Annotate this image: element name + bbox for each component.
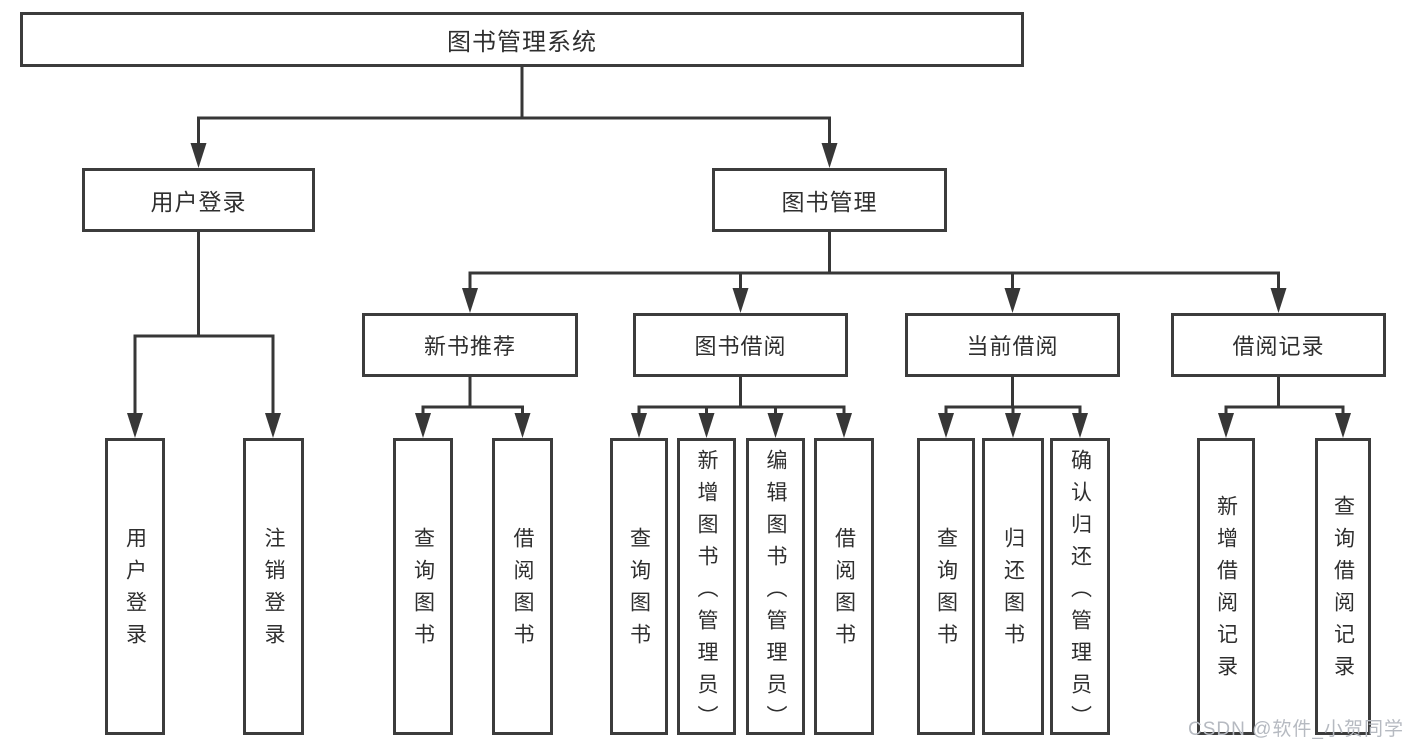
connector-book-management-children xyxy=(462,232,1287,313)
node-leaf-query-books-2: 查询图书 xyxy=(610,438,668,735)
node-leaf-query-borrow-record: 查询借阅记录 xyxy=(1315,438,1371,735)
connector-user-login-children xyxy=(127,232,281,438)
node-leaf-add-book-admin: 新增图书（管理员） xyxy=(677,438,736,737)
node-leaf-logout: 注销登录 xyxy=(243,438,304,735)
watermark: CSDN @软件_小贺同学 xyxy=(1188,719,1404,740)
node-borrowing-records: 借阅记录 xyxy=(1171,313,1386,377)
connector-new-book-recommend-children xyxy=(415,377,531,438)
node-root: 图书管理系统 xyxy=(20,12,1024,67)
node-leaf-query-books-3: 查询图书 xyxy=(917,438,975,735)
node-book-borrowing: 图书借阅 xyxy=(633,313,848,377)
connector-borrowing-records-children xyxy=(1218,377,1351,438)
connector-root-to-level2 xyxy=(190,67,838,168)
node-new-book-recommend: 新书推荐 xyxy=(362,313,578,377)
connector-current-borrowing-children xyxy=(938,377,1088,438)
node-leaf-user-login: 用户登录 xyxy=(105,438,165,735)
node-leaf-edit-book-admin: 编辑图书（管理员） xyxy=(746,438,805,737)
node-leaf-return-books: 归还图书 xyxy=(982,438,1044,735)
node-leaf-borrow-books-2: 借阅图书 xyxy=(814,438,874,735)
node-current-borrowing: 当前借阅 xyxy=(905,313,1120,377)
node-book-management: 图书管理 xyxy=(712,168,947,232)
node-user-login: 用户登录 xyxy=(82,168,315,232)
node-leaf-query-books-1: 查询图书 xyxy=(393,438,453,735)
node-leaf-add-borrow-record: 新增借阅记录 xyxy=(1197,438,1255,735)
node-leaf-borrow-books-1: 借阅图书 xyxy=(492,438,553,735)
connector-book-borrowing-children xyxy=(631,377,852,438)
node-leaf-confirm-return-admin: 确认归还（管理员） xyxy=(1050,438,1110,737)
